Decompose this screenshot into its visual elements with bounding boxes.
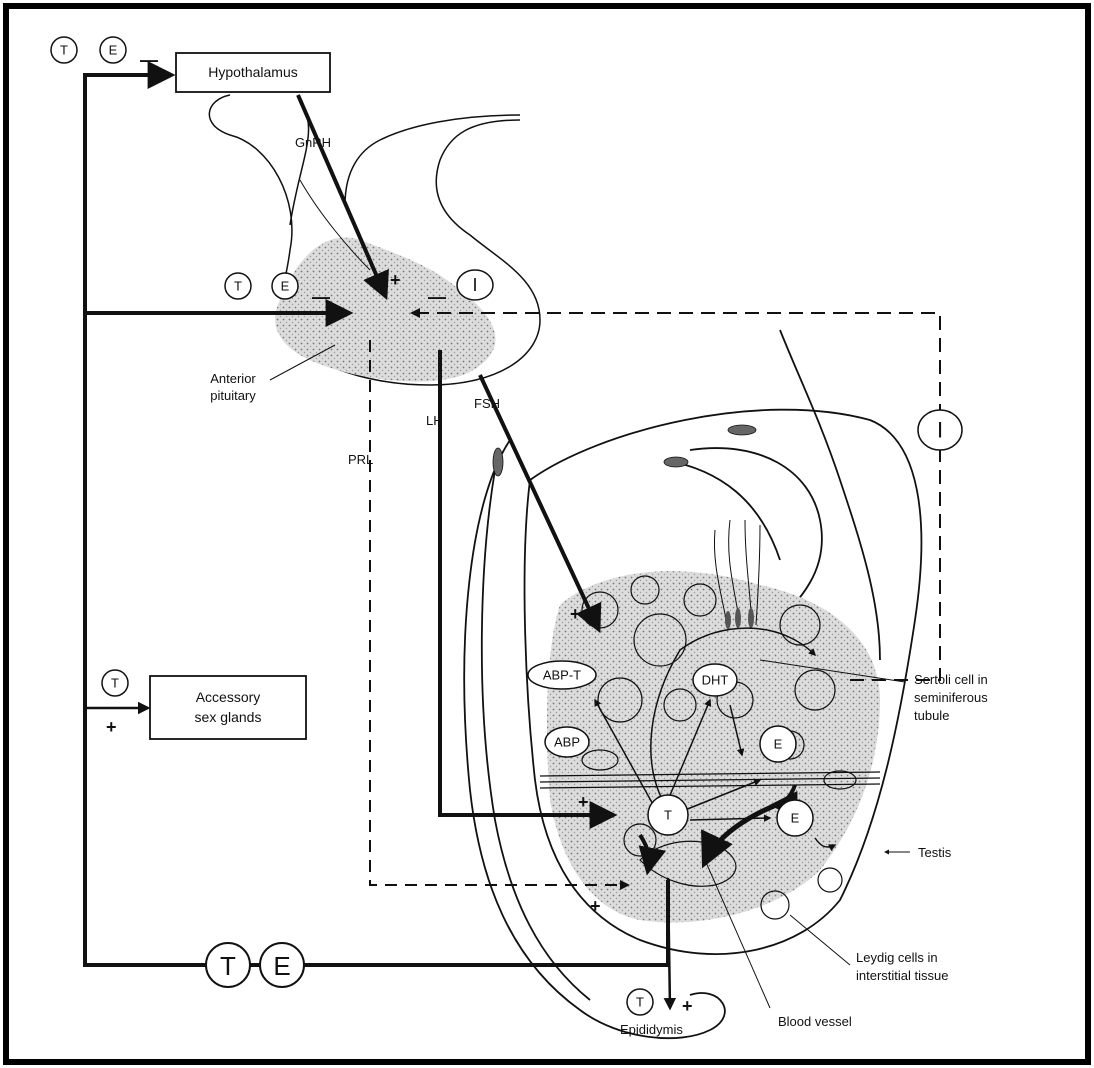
- leydig-label-line2: interstitial tissue: [856, 968, 948, 983]
- svg-text:ABP-T: ABP-T: [543, 668, 581, 683]
- svg-text:T: T: [234, 279, 242, 294]
- hormone-inhibin-pituitary: I: [457, 270, 493, 300]
- hormone-t-circulating: T: [206, 943, 250, 987]
- hormone-inhibin-feedback: I: [918, 410, 962, 450]
- accessory-sex-glands-box: [150, 676, 306, 739]
- minus-sign-hypothalamus: —: [140, 50, 158, 70]
- dht: DHT: [693, 664, 737, 696]
- svg-text:T: T: [60, 43, 68, 58]
- figure-frame: [6, 6, 1088, 1062]
- fsh-label: FSH: [474, 396, 500, 411]
- hormone-e-circulating: E: [260, 943, 304, 987]
- hormone-t-leydig: T: [648, 795, 688, 835]
- sertoli-label-line2: seminiferous: [914, 690, 988, 705]
- svg-text:E: E: [109, 43, 118, 58]
- abp: ABP: [545, 727, 589, 757]
- svg-text:DHT: DHT: [702, 673, 729, 688]
- svg-text:ABP: ABP: [554, 735, 580, 750]
- sertoli-label-line1: Sertoli cell in: [914, 672, 988, 687]
- plus-sign-gnrh: +: [390, 270, 401, 290]
- plus-sign-epididymis: +: [682, 996, 693, 1016]
- svg-text:E: E: [273, 951, 290, 981]
- anterior-pituitary-label-line1: Anterior: [210, 371, 256, 386]
- accessory-label-line2: sex glands: [195, 709, 262, 725]
- sertoli-label-line3: tubule: [914, 708, 949, 723]
- hormone-t-pituitary: T: [225, 273, 251, 299]
- svg-text:E: E: [791, 811, 800, 826]
- testis-label: Testis: [918, 845, 952, 860]
- svg-text:T: T: [636, 995, 644, 1010]
- hormone-e-pituitary: E: [272, 273, 298, 299]
- blood-vessel-label: Blood vessel: [778, 1014, 852, 1029]
- plus-sign-accessory: +: [106, 717, 117, 737]
- flagella-tufts: [493, 425, 756, 476]
- hypothalamus-label: Hypothalamus: [208, 64, 298, 80]
- hormone-e-sertoli: E: [760, 726, 796, 762]
- hormone-t-top: T: [51, 37, 77, 63]
- hormone-e-top: E: [100, 37, 126, 63]
- hormone-t-accessory: T: [102, 670, 128, 696]
- plus-sign-fsh: +: [570, 604, 581, 624]
- abp-t-complex: ABP-T: [528, 661, 596, 689]
- svg-text:I: I: [472, 275, 477, 295]
- epididymis-label: Epididymis: [620, 1022, 683, 1037]
- svg-text:T: T: [111, 676, 119, 691]
- anterior-pituitary-label-line2: pituitary: [210, 388, 256, 403]
- hormone-e-leydig: E: [777, 800, 813, 836]
- gnrh-label: GnRH: [295, 135, 331, 150]
- minus-sign-pituitary-right: —: [428, 287, 446, 307]
- minus-sign-pituitary-left: —: [312, 287, 330, 307]
- leydig-label-line1: Leydig cells in: [856, 950, 938, 965]
- plus-sign-lh: +: [578, 792, 589, 812]
- svg-text:I: I: [937, 418, 943, 443]
- lh-label: LH: [426, 413, 443, 428]
- svg-text:T: T: [220, 951, 236, 981]
- prl-label: PRL: [348, 452, 373, 467]
- svg-text:E: E: [281, 279, 290, 294]
- svg-text:T: T: [664, 808, 672, 823]
- fsh-arrow: [480, 375, 598, 628]
- plus-sign-prl: +: [590, 896, 601, 916]
- accessory-label-line1: Accessory: [196, 689, 261, 705]
- svg-text:E: E: [774, 737, 783, 752]
- hormone-t-epididymis: T: [627, 989, 653, 1015]
